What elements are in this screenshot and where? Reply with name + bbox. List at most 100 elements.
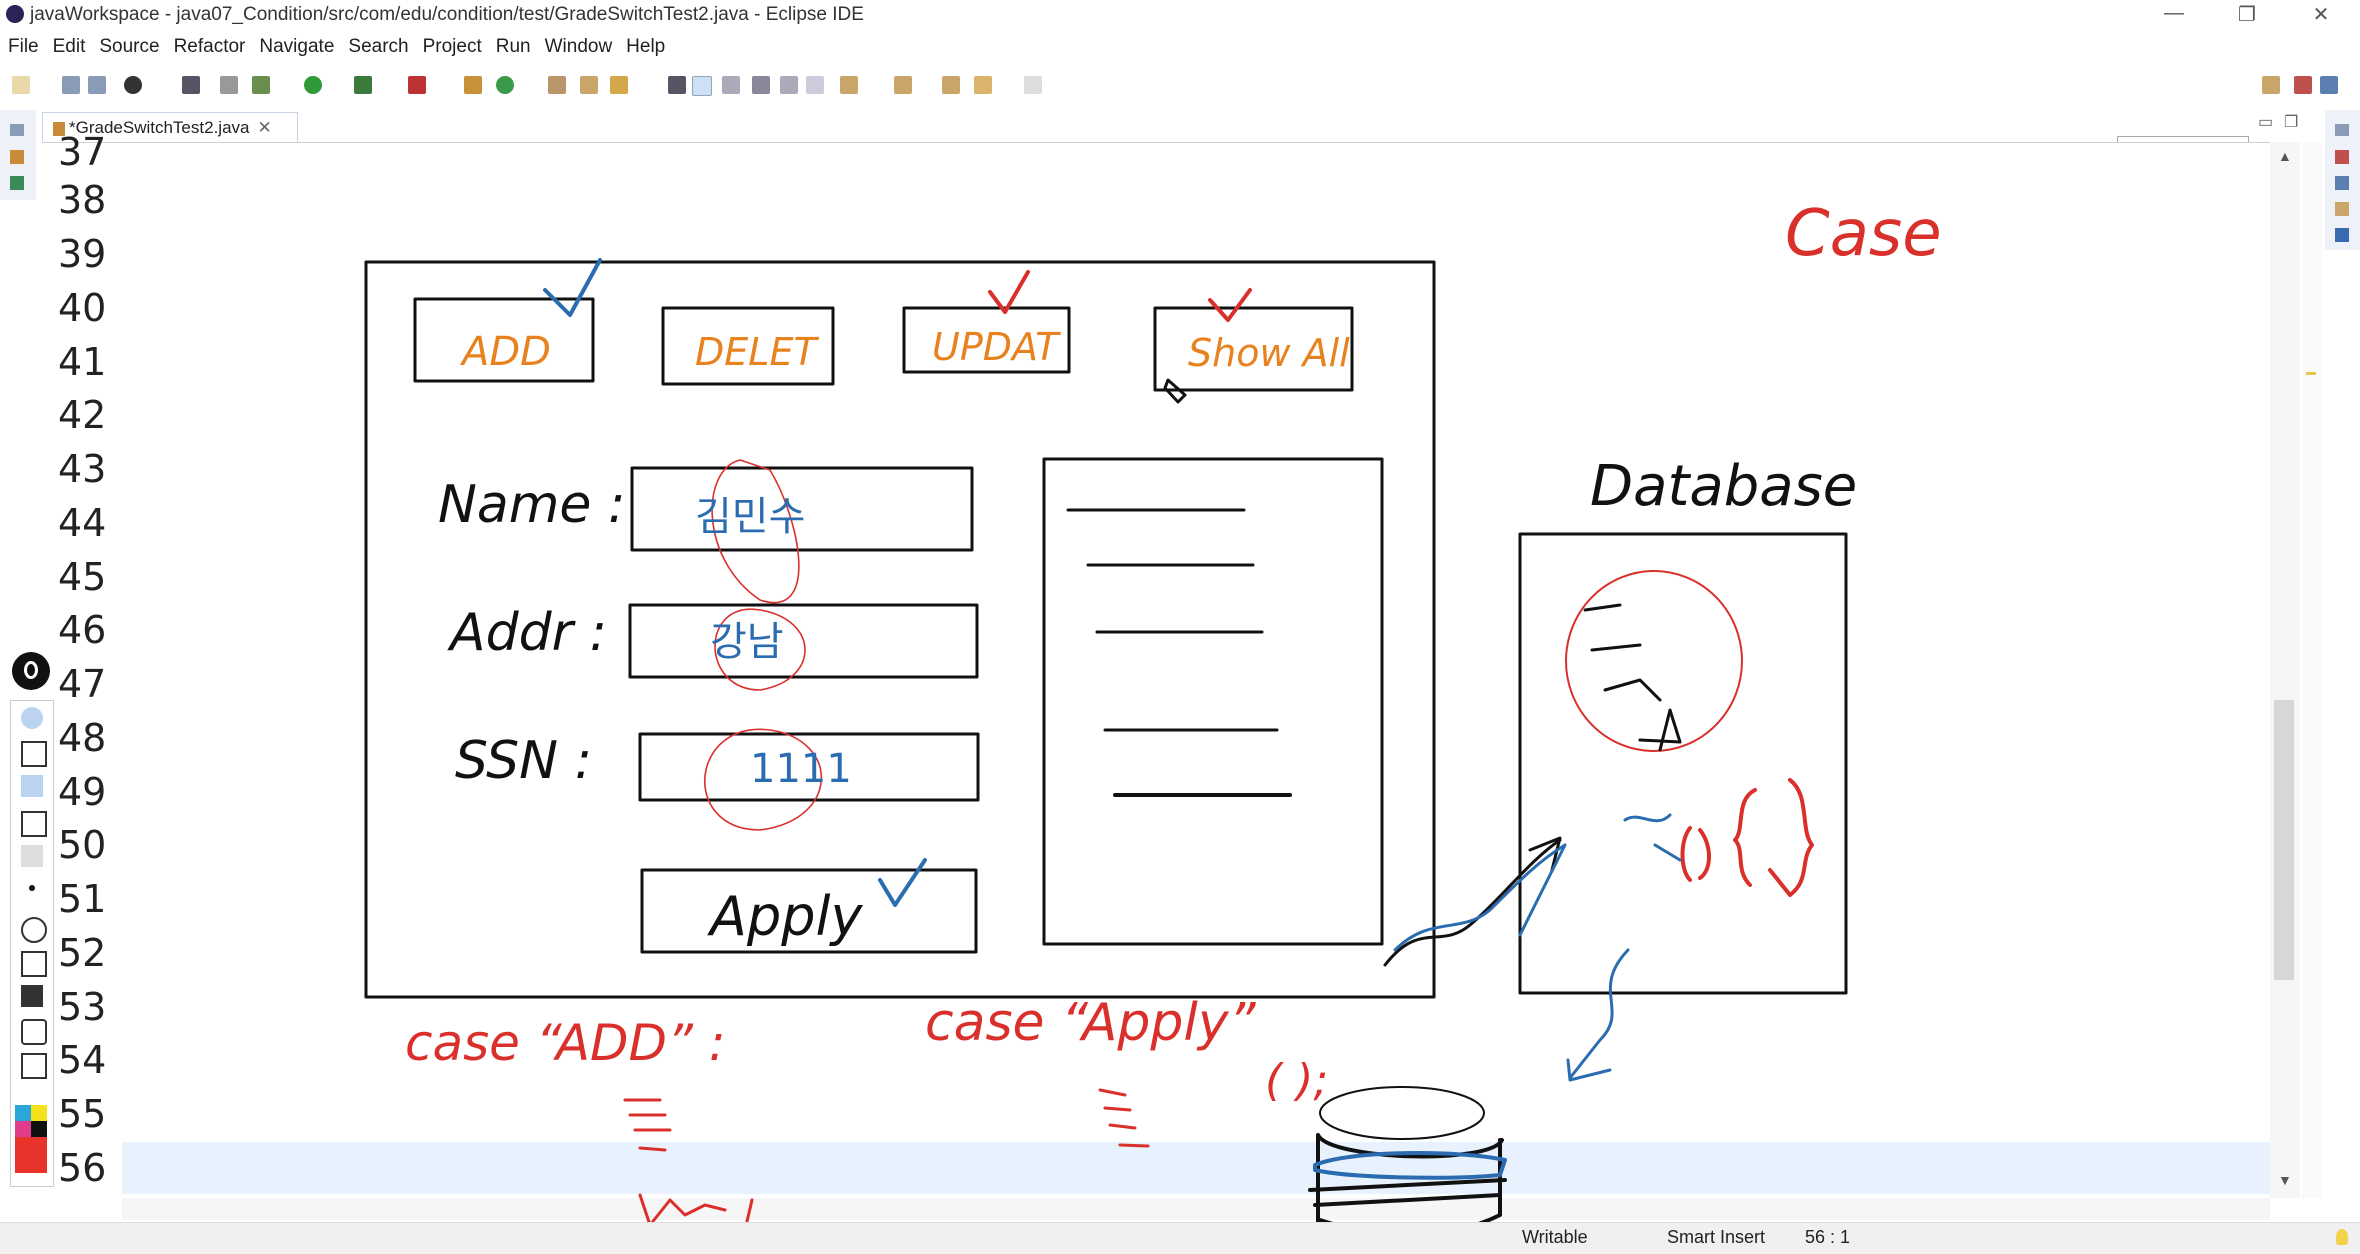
hierarchy-icon[interactable] xyxy=(10,176,24,190)
check-mark xyxy=(1208,288,1252,322)
debug-icon[interactable] xyxy=(252,76,270,94)
skip-breakpoints-icon[interactable] xyxy=(220,76,238,94)
next-annotation-icon[interactable] xyxy=(840,76,858,94)
java-perspective-icon[interactable] xyxy=(2320,76,2338,94)
maximize-editor-icon[interactable]: ❐ xyxy=(2284,114,2299,131)
problems-icon[interactable] xyxy=(2335,202,2349,216)
line-number: 40 xyxy=(58,286,107,330)
menu-navigate[interactable]: Navigate xyxy=(259,36,335,57)
run-icon[interactable] xyxy=(304,76,322,94)
line-number: 54 xyxy=(58,1038,107,1082)
menu-run[interactable]: Run xyxy=(495,36,531,57)
clipboard-icon[interactable] xyxy=(21,1053,47,1079)
tip-bulb-icon[interactable] xyxy=(2336,1229,2348,1245)
warning-marker[interactable] xyxy=(2306,372,2316,375)
menu-refactor[interactable]: Refactor xyxy=(173,36,246,57)
restore-icon[interactable]: ❐ xyxy=(2238,4,2256,26)
whiteboard-icon[interactable] xyxy=(21,985,43,1007)
package-explorer-icon[interactable] xyxy=(10,150,24,164)
external-tools-icon[interactable] xyxy=(408,76,426,94)
menu-search[interactable]: Search xyxy=(348,36,409,57)
last-edit-icon[interactable] xyxy=(942,76,960,94)
menu-project[interactable]: Project xyxy=(422,36,482,57)
save-icon[interactable] xyxy=(62,76,80,94)
color-swatch-pink[interactable] xyxy=(15,1121,31,1137)
pen-tool-badge[interactable] xyxy=(12,652,50,690)
case-word: Case xyxy=(1785,197,1942,271)
color-swatch-cyan[interactable] xyxy=(15,1105,31,1121)
form-frame xyxy=(364,260,1436,999)
java-ee-perspective-icon[interactable] xyxy=(2294,76,2312,94)
eye-icon[interactable] xyxy=(21,707,43,729)
rectangle-icon[interactable] xyxy=(21,811,47,837)
circle-mark xyxy=(714,608,806,691)
title-bar: javaWorkspace - java07_Condition/src/com… xyxy=(0,0,2360,30)
undo-icon[interactable] xyxy=(21,917,47,943)
update-button-sketch xyxy=(902,306,1071,374)
writable-status: Writable xyxy=(1522,1227,1588,1247)
menu-file[interactable]: File xyxy=(8,36,39,57)
scribble-mark xyxy=(1623,813,1682,862)
menu-window[interactable]: Window xyxy=(544,36,613,57)
ssn-sketch-label: SSN : xyxy=(455,731,592,791)
paren-label: ( ); xyxy=(1265,1055,1328,1106)
paragraph-icon[interactable] xyxy=(806,76,824,94)
terminal-icon[interactable] xyxy=(182,76,200,94)
line-number: 48 xyxy=(58,716,107,760)
console-icon[interactable] xyxy=(2335,228,2349,242)
open-perspective-icon[interactable] xyxy=(2262,76,2280,94)
highlighter-icon[interactable] xyxy=(21,775,43,797)
trash-icon[interactable] xyxy=(21,951,47,977)
menu-edit[interactable]: Edit xyxy=(52,36,86,57)
eraser-icon[interactable] xyxy=(21,845,43,867)
circle-mark xyxy=(1565,570,1743,752)
open-type-icon[interactable] xyxy=(548,76,566,94)
dot-icon[interactable] xyxy=(29,885,35,891)
name-field-sketch xyxy=(630,466,974,552)
new-java-project-icon[interactable] xyxy=(464,76,482,94)
outline-icon[interactable] xyxy=(2335,150,2349,164)
menu-source[interactable]: Source xyxy=(99,36,160,57)
restore-view-icon[interactable] xyxy=(2335,124,2349,136)
database-box xyxy=(1518,532,1848,995)
arrow-back xyxy=(1566,948,1630,1082)
tab-label: *GradeSwitchTest2.java xyxy=(69,118,250,137)
task-list-icon[interactable] xyxy=(2335,176,2349,190)
forward-icon[interactable] xyxy=(1024,76,1042,94)
color-swatch-red[interactable] xyxy=(15,1137,47,1173)
new-icon[interactable] xyxy=(12,76,30,94)
new-class-icon[interactable] xyxy=(496,76,514,94)
minimize-editor-icon[interactable]: ▭ xyxy=(2258,114,2274,131)
annotation-icon[interactable] xyxy=(668,76,686,94)
back-icon[interactable] xyxy=(974,76,992,94)
pointer-icon[interactable] xyxy=(21,741,47,767)
restore-view-icon[interactable] xyxy=(10,124,24,136)
block-select-icon[interactable] xyxy=(752,76,770,94)
scrollbar-thumb[interactable] xyxy=(2274,700,2294,980)
color-swatch-yellow[interactable] xyxy=(31,1105,47,1121)
pin-icon[interactable] xyxy=(722,76,740,94)
prev-annotation-icon[interactable] xyxy=(894,76,912,94)
line-number: 53 xyxy=(58,985,107,1029)
highlight-icon[interactable] xyxy=(692,76,712,96)
tab-gradeswitchtest2[interactable]: *GradeSwitchTest2.java ✕ xyxy=(42,112,298,142)
search-icon[interactable] xyxy=(610,76,628,94)
scroll-up-icon[interactable]: ▲ xyxy=(2278,148,2292,164)
close-icon[interactable]: ✕ xyxy=(2312,4,2330,26)
line-number: 44 xyxy=(58,501,107,545)
show-whitespace-icon[interactable] xyxy=(780,76,798,94)
scroll-down-icon[interactable]: ▼ xyxy=(2278,1172,2292,1188)
arrow-to-database xyxy=(1393,843,1567,952)
close-tab-icon[interactable]: ✕ xyxy=(257,118,272,137)
profile-icon[interactable] xyxy=(124,76,142,94)
coverage-icon[interactable] xyxy=(354,76,372,94)
line-number: 42 xyxy=(58,393,107,437)
menu-help[interactable]: Help xyxy=(626,36,666,57)
vertical-scrollbar[interactable]: ▲ ▼ xyxy=(2270,142,2300,1198)
minimize-icon[interactable]: — xyxy=(2164,2,2184,24)
add-button-sketch xyxy=(413,297,595,383)
save-all-icon[interactable] xyxy=(88,76,106,94)
open-task-icon[interactable] xyxy=(580,76,598,94)
camera-icon[interactable] xyxy=(21,1019,47,1045)
color-swatch-black[interactable] xyxy=(31,1121,47,1137)
